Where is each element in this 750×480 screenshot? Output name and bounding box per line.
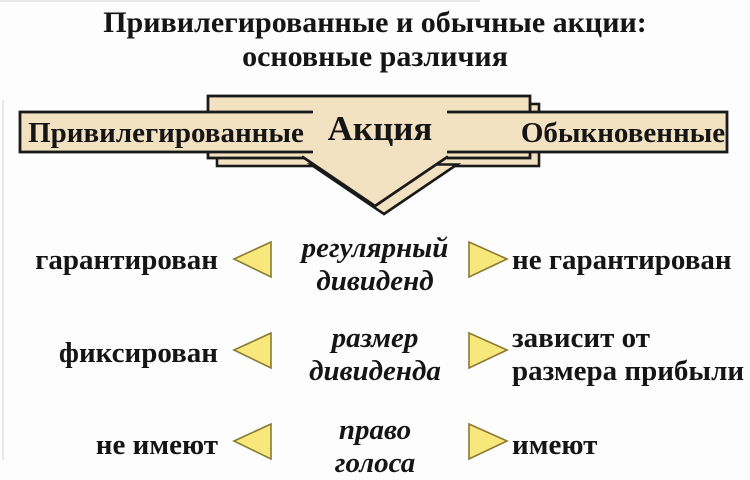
row-3-left-triangle-icon xyxy=(232,422,272,461)
row-3-center-line-1: право xyxy=(338,414,412,446)
row-2-left-triangle-icon xyxy=(232,331,272,370)
row-1-center-line-2: дивиденд xyxy=(316,265,434,297)
row-3-right-label: имеют xyxy=(512,429,750,462)
row-1-right-line-1: не гарантирован xyxy=(512,244,732,276)
arrow-neck-shape xyxy=(313,98,447,160)
left-edge-artifact xyxy=(2,100,4,460)
row-3-right-line-1: имеют xyxy=(512,429,598,461)
row-1-left-label: гарантирован xyxy=(35,244,218,276)
row-3-center-label: право голоса xyxy=(285,414,465,480)
row-2-right-triangle-icon xyxy=(468,331,509,370)
row-2-center-line-2: дивиденда xyxy=(309,355,441,387)
row-1-center-line-1: регулярный xyxy=(301,232,449,264)
row-1-right-label: не гарантирован xyxy=(512,244,750,277)
row-3-left-label: не имеют xyxy=(95,429,218,461)
top-edge-artifact xyxy=(0,0,480,2)
row-3-right-triangle-icon xyxy=(468,422,509,461)
row-2-right-label: зависит от размера прибыли xyxy=(512,322,750,388)
down-arrow-icon xyxy=(302,156,448,206)
row-1-center-label: регулярный дивиденд xyxy=(285,232,465,298)
page-title-line-1: Привилегированные и обычные акции: xyxy=(103,6,647,39)
row-2-center-label: размер дивиденда xyxy=(285,322,465,388)
row-1-right-triangle-icon xyxy=(468,240,509,279)
page-title-line-2: основные различия xyxy=(242,40,508,73)
down-arrow-edges xyxy=(301,155,449,208)
banner-center-label: Акция xyxy=(327,109,433,148)
row-1-left-triangle-icon xyxy=(232,240,272,279)
banner-right-label: Обыкновенные xyxy=(520,117,726,149)
row-2-center-line-1: размер xyxy=(331,322,419,354)
row-3-center-line-2: голоса xyxy=(334,447,416,479)
row-2-right-line-2: размера прибыли xyxy=(512,355,745,387)
row-2-left-label: фиксирован xyxy=(58,337,218,369)
banner-left-label: Привилегированные xyxy=(28,117,304,149)
row-2-right-line-1: зависит от xyxy=(512,322,650,354)
